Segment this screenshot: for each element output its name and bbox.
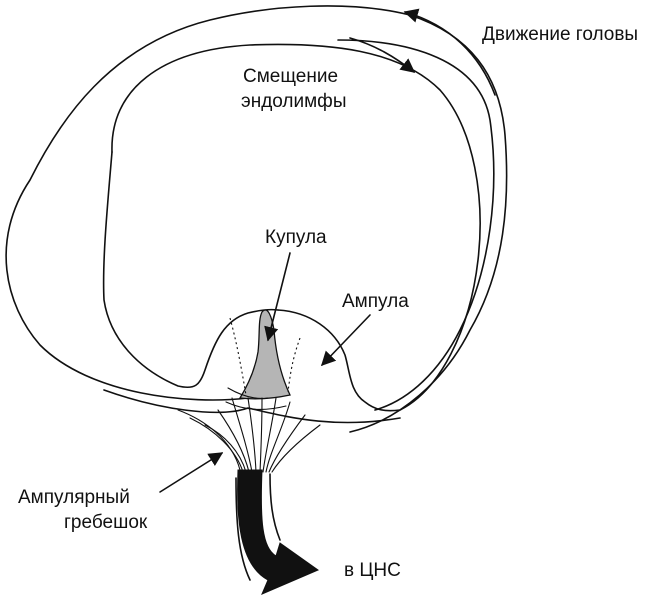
label-crista-2: гребешок [64,512,148,533]
label-crista-1: Ампулярный [18,487,130,508]
label-to-cns: в ЦНС [344,560,401,581]
crista-leader [160,453,222,492]
cupula-dotted-left [230,318,246,395]
cupula-leader [268,253,290,340]
label-ampulla: Ампула [342,291,409,312]
canal-membranous-duct [338,40,494,410]
label-head-movement: Движение головы [482,24,638,45]
cupula-shape [240,310,290,399]
label-cupula: Купула [265,227,327,248]
canal-inner-wall-left [104,152,278,387]
cupula-dotted-right [288,338,300,392]
crista-fibres [178,388,320,472]
label-endolymph-2: эндолимфы [241,91,346,112]
nerve-trunk-right [270,474,280,540]
label-endolymph-1: Смещение [243,66,338,87]
